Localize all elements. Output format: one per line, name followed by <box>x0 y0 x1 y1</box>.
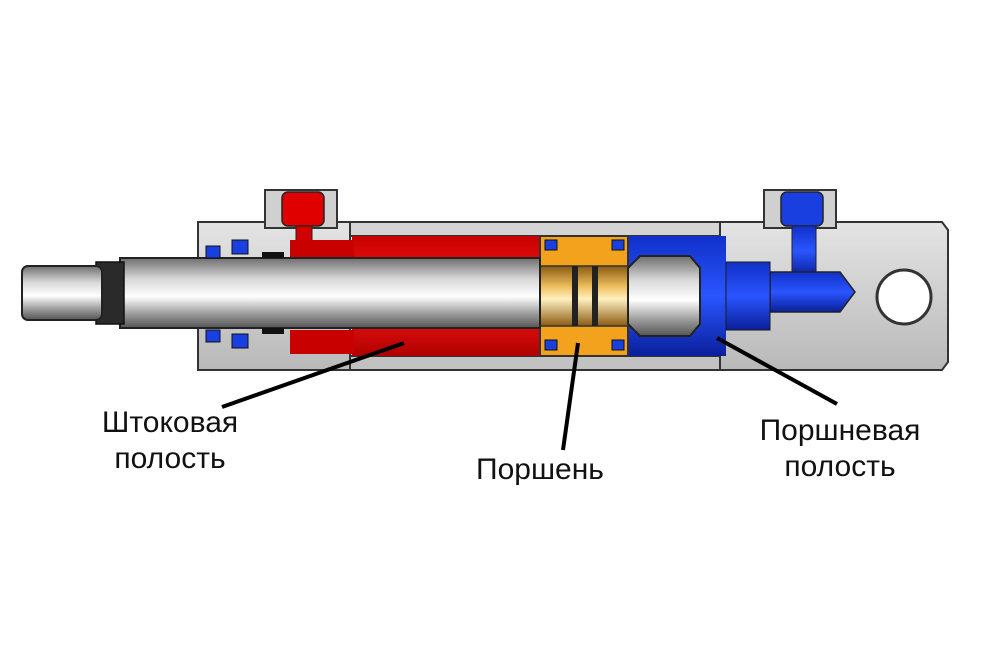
leader-piston <box>561 342 580 451</box>
callout-lines <box>221 336 838 451</box>
mounting-eye <box>875 268 933 326</box>
label-rod-chamber-line1: Штоковая <box>101 406 239 439</box>
label-rod-chamber-line2: полость <box>114 442 226 475</box>
piston-rod <box>21 257 541 329</box>
label-cap-chamber-line2: полость <box>784 450 896 483</box>
piston <box>535 235 633 357</box>
leader-rod-chamber <box>221 341 405 409</box>
label-piston: Поршень <box>455 452 625 488</box>
label-piston-line1: Поршень <box>476 453 604 486</box>
leader-cap-chamber <box>716 336 838 406</box>
label-cap-chamber: Поршневая полость <box>730 413 950 485</box>
rod-seals <box>205 239 284 349</box>
piston-nut <box>627 255 701 337</box>
label-rod-chamber: Штоковая полость <box>70 405 270 477</box>
label-cap-chamber-line1: Поршневая <box>759 414 921 447</box>
